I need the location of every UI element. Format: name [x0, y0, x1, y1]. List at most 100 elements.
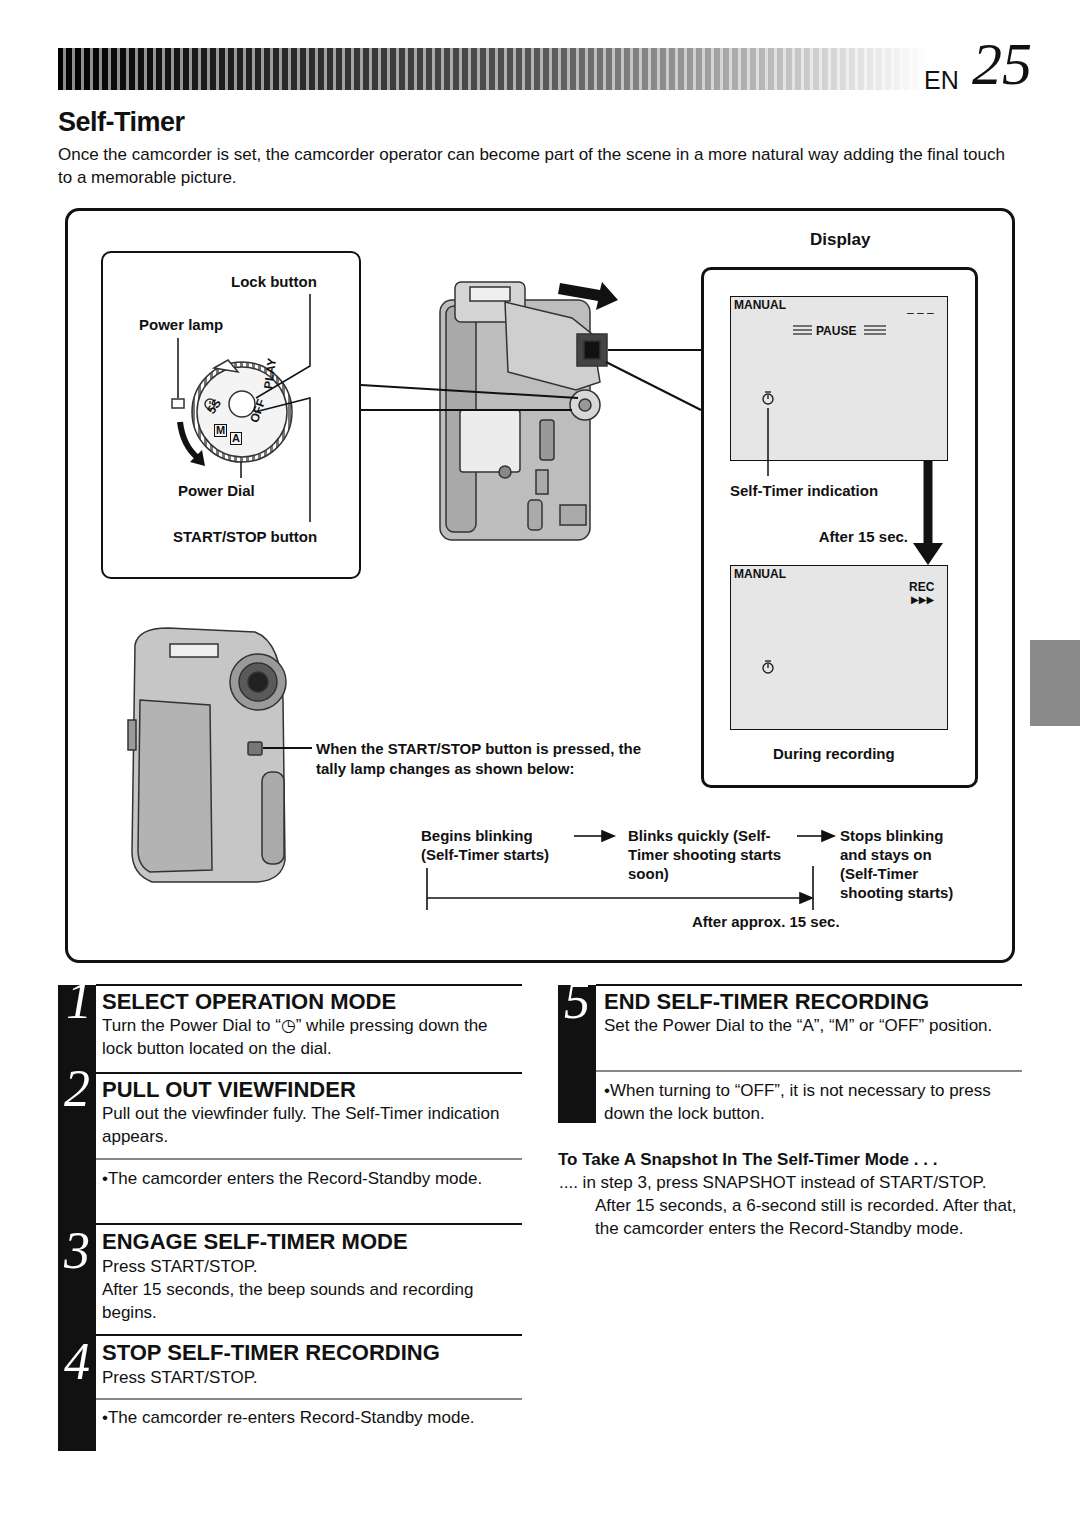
step-rules-part — [96, 984, 522, 986]
tally-sequence-arrows-part — [602, 831, 614, 841]
pause-bars-part — [793, 329, 812, 330]
screen-backgrounds — [730, 296, 948, 730]
step-rules-part — [96, 1223, 522, 1225]
screen-backgrounds-part — [730, 296, 948, 461]
leader-lines-part — [361, 385, 578, 398]
step-heading: END SELF-TIMER RECORDING — [604, 987, 929, 1017]
camcorder-top-view-part — [560, 505, 586, 525]
tally-stage: Blinks quickly (Self-Timer shooting star… — [628, 826, 796, 883]
step-rules-part — [596, 984, 1022, 986]
indication-leader — [767, 408, 769, 476]
pull-out-arrow — [558, 282, 618, 310]
step-note: •The camcorder re-enters Record-Standby … — [102, 1406, 502, 1429]
step-rules-part — [96, 1334, 522, 1336]
page-number: 25 — [972, 34, 1032, 94]
page-prefix: EN — [924, 64, 959, 98]
callout-box: Lock buttonPower lampPower DialSTART/STO… — [101, 251, 361, 579]
camcorder-front-view-part — [138, 700, 212, 872]
pause-bars-part — [864, 329, 886, 330]
camcorder-top-view-part — [577, 334, 607, 366]
self-timer-icon-part — [767, 664, 768, 668]
camcorder-front-view-part — [128, 720, 136, 750]
step-note: •When turning to “OFF”, it is not necess… — [604, 1079, 1024, 1125]
step-number: 4 — [64, 1336, 90, 1388]
camcorder-top-view-part — [499, 466, 511, 478]
tally-leader — [263, 747, 312, 749]
leader-lines-part — [361, 409, 572, 411]
step-number: 5 — [564, 975, 590, 1027]
node-text: Display — [810, 230, 870, 250]
callout-leaders-part — [255, 398, 310, 522]
flow-arrow-shaft — [924, 461, 933, 545]
step-rules-part — [96, 1159, 522, 1160]
camcorder-top-view-part — [579, 399, 591, 411]
dial-turn-arrowhead — [190, 450, 205, 466]
step-rules-part — [96, 1072, 522, 1074]
step-heading: SELECT OPERATION MODE — [102, 987, 396, 1017]
camcorder-top-view-part — [470, 287, 510, 301]
node-text: – – – — [907, 306, 934, 320]
step-text: Pull out the viewfinder fully. The Self-… — [102, 1102, 522, 1148]
camcorder-front-view-part — [248, 742, 262, 755]
self-timer-icon-part — [765, 391, 771, 392]
page-title: Self-Timer — [58, 104, 185, 140]
step-heading: ENGAGE SELF-TIMER MODE — [102, 1227, 408, 1257]
viewfinder-screen: MANUALPAUSE– – – — [730, 296, 948, 461]
step-text: Press START/STOP. — [102, 1255, 522, 1278]
step-rules-part — [96, 1399, 522, 1400]
camcorder-top-view-part — [505, 302, 600, 390]
leader-lines — [361, 350, 701, 410]
tip-text: .... in step 3, press SNAPSHOT instead o… — [595, 1171, 1023, 1240]
step-text: Set the Power Dial to the “A”, “M” or “O… — [604, 1014, 1024, 1037]
step-bars-part — [58, 985, 96, 1451]
camcorder-top-view-part — [570, 390, 600, 420]
step-heading: PULL OUT VIEWFINDER — [102, 1075, 356, 1105]
leader-lines-part — [608, 349, 701, 351]
flow-arrow — [913, 461, 943, 565]
callout-leaders-part — [240, 462, 242, 478]
camcorder-top-view-part — [584, 341, 600, 359]
leader-lines-part — [606, 362, 701, 410]
pause-bars-part — [864, 325, 886, 326]
step-text: Press START/STOP. — [102, 1366, 522, 1389]
node-text: PAUSE — [816, 324, 856, 338]
dial-turn-arrow — [180, 422, 198, 458]
step-heading: STOP SELF-TIMER RECORDING — [102, 1338, 440, 1368]
self-timer-icon-part — [767, 395, 768, 399]
camcorder-top-view-part — [540, 420, 554, 460]
camcorder-front-view-part — [262, 772, 284, 864]
interval-note: After approx. 15 sec. — [692, 912, 840, 931]
camcorder-top-view-part — [528, 500, 542, 530]
camcorder-front-view-part — [170, 644, 218, 657]
callout-leaders-part — [177, 338, 179, 398]
step-number: 2 — [64, 1063, 90, 1115]
viewfinder-screen: MANUALREC▶▶▶ — [730, 565, 948, 730]
camcorder-front-view-part — [239, 663, 277, 701]
self-timer-icon-part — [763, 663, 773, 673]
node-text: ▶▶▶ — [911, 594, 934, 606]
camcorder-front-view-part — [230, 654, 286, 710]
power-dial-part — [172, 399, 184, 408]
node-text: REC — [909, 580, 934, 594]
self-timer-icon — [763, 392, 773, 673]
tally-note: When the START/STOP button is pressed, t… — [316, 739, 661, 780]
header-strip-part — [58, 48, 928, 90]
callout-leaders-part — [256, 294, 310, 398]
screen-backgrounds-part — [730, 565, 948, 730]
node-text: Lock button — [231, 273, 317, 291]
pause-bars-part — [864, 333, 886, 334]
tally-sequence-arrows-part — [797, 835, 824, 837]
tally-sequence-arrows-part — [426, 868, 428, 910]
tally-sequence-arrows-part — [427, 897, 800, 899]
step-note: •The camcorder enters the Record-Standby… — [102, 1167, 512, 1190]
edge-label: After 15 sec. — [817, 527, 910, 547]
tally-stage: Stops blinking and stays on (Self-Timer … — [840, 826, 968, 902]
step-number: 1 — [66, 975, 92, 1027]
camcorder-front-view — [128, 628, 286, 882]
section-tab — [1030, 640, 1080, 726]
self-timer-icon-part — [763, 394, 773, 404]
tally-sequence-arrows-part — [574, 835, 604, 837]
intro-text: Once the camcorder is set, the camcorder… — [58, 143, 1018, 189]
node-text: Power lamp — [139, 316, 223, 334]
